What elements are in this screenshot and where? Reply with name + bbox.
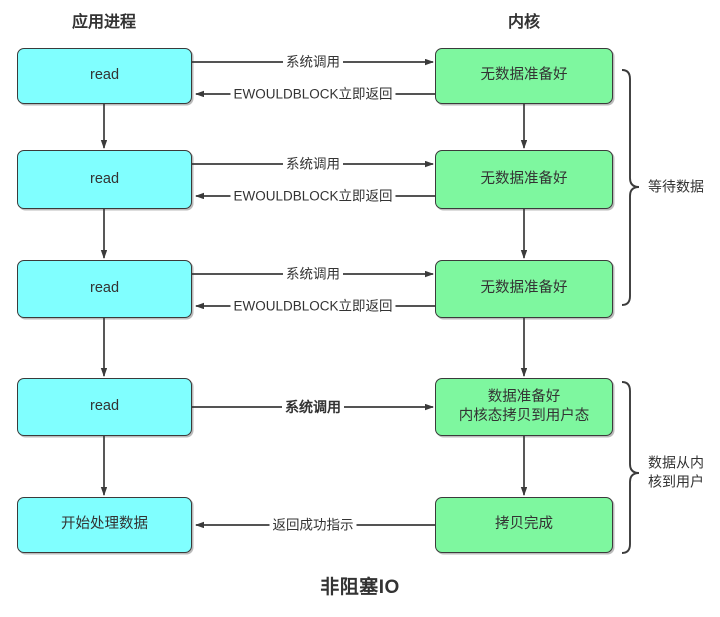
node-label: 拷贝完成	[495, 516, 553, 533]
node-no-data-ready-1[interactable]: 无数据准备好	[435, 48, 613, 104]
column-header-kernel: 内核	[507, 14, 541, 31]
column-header-app: 应用进程	[71, 14, 137, 31]
edge-label-syscall-2: 系统调用	[283, 157, 343, 171]
node-label: 无数据准备好	[480, 67, 568, 84]
node-copy-complete[interactable]: 拷贝完成	[435, 497, 613, 553]
edge-label-ewouldblock-2: EWOULDBLOCK立即返回	[230, 189, 396, 203]
node-data-ready-copy[interactable]: 数据准备好 内核态拷贝到用户态	[435, 378, 613, 436]
node-label: read	[89, 170, 120, 187]
node-no-data-ready-2[interactable]: 无数据准备好	[435, 150, 613, 209]
brace-label-wait-data: 等待数据	[648, 178, 704, 195]
brace-wait-data	[621, 69, 640, 306]
node-label: 开始处理数据	[61, 516, 148, 533]
edge-label-syscall-4: 系统调用	[282, 400, 344, 414]
brace-copy-data	[621, 381, 640, 554]
edge-label-syscall-1: 系统调用	[283, 55, 343, 69]
node-read-3[interactable]: read	[17, 260, 192, 318]
node-read-1[interactable]: read	[17, 48, 192, 104]
edge-label-ewouldblock-1: EWOULDBLOCK立即返回	[230, 87, 396, 101]
edge-label-ewouldblock-3: EWOULDBLOCK立即返回	[230, 299, 396, 313]
node-label: read	[89, 280, 120, 297]
edge-label-return-success: 返回成功指示	[269, 518, 357, 532]
node-read-2[interactable]: read	[17, 150, 192, 209]
node-label: read	[89, 398, 120, 415]
node-read-4[interactable]: read	[17, 378, 192, 436]
diagram-title: 非阻塞IO	[320, 577, 400, 598]
node-label: 无数据准备好	[480, 170, 568, 187]
brace-label-copy-data: 数据从内 核到用户	[648, 454, 704, 490]
node-label: 无数据准备好	[480, 280, 568, 297]
node-process-data[interactable]: 开始处理数据	[17, 497, 192, 553]
edge-label-syscall-3: 系统调用	[283, 267, 343, 281]
node-label: read	[89, 67, 120, 84]
node-label: 数据准备好 内核态拷贝到用户态	[458, 388, 590, 424]
node-no-data-ready-3[interactable]: 无数据准备好	[435, 260, 613, 318]
